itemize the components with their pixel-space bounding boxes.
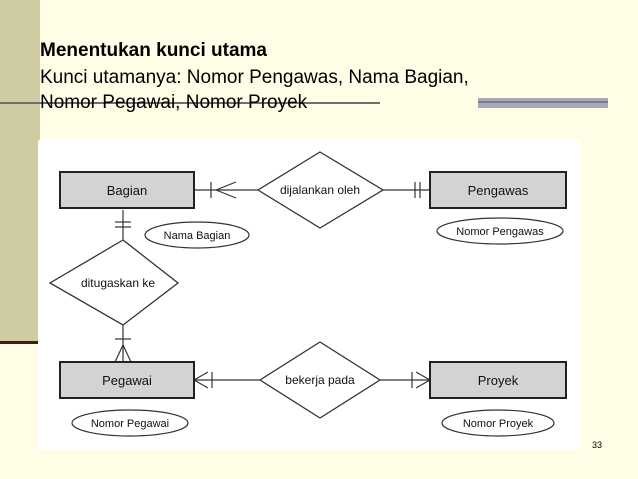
attribute-nama-bagian-label: Nama Bagian xyxy=(164,230,231,242)
subtitle-line-2: Nomor Pegawai, Nomor Proyek xyxy=(40,92,308,113)
entity-pegawai: Pegawai xyxy=(59,361,195,399)
attribute-nomor-proyek: Nomor Proyek xyxy=(441,409,555,437)
relationship-ditugaskan-ke: ditugaskan ke xyxy=(48,239,180,326)
header-rule-accent xyxy=(478,98,608,108)
er-diagram: Bagian Pengawas Pegawai Proyek dijalanka… xyxy=(38,140,580,450)
attribute-nama-bagian: Nama Bagian xyxy=(144,221,250,249)
relationship-bekerja-pada: bekerja pada xyxy=(258,341,382,419)
entity-bagian: Bagian xyxy=(59,171,195,209)
er-diagram-svg: Bagian Pengawas Pegawai Proyek dijalanka… xyxy=(48,151,567,437)
subtitle-line-1: Kunci utamanya: Nomor Pengawas, Nama Bag… xyxy=(40,67,469,88)
relationship-dijalankan-oleh-label: dijalankan oleh xyxy=(280,183,360,197)
left-decor-band xyxy=(0,0,40,341)
slide-subtitle: Kunci utamanya: Nomor Pengawas, Nama Bag… xyxy=(40,65,620,115)
slide-title: Menentukan kunci utama xyxy=(40,40,267,61)
attribute-nomor-pengawas: Nomor Pengawas xyxy=(436,217,564,245)
relationship-dijalankan-oleh: dijalankan oleh xyxy=(256,151,385,229)
entity-proyek-label: Proyek xyxy=(478,373,519,388)
attribute-nomor-pengawas-label: Nomor Pengawas xyxy=(456,226,544,238)
entity-pengawas-label: Pengawas xyxy=(468,183,529,198)
entity-proyek: Proyek xyxy=(429,361,567,399)
entity-pengawas: Pengawas xyxy=(429,171,567,209)
page-number: 33 xyxy=(592,440,603,450)
relationship-bekerja-pada-label: bekerja pada xyxy=(285,373,355,387)
attribute-nomor-pegawai: Nomor Pegawai xyxy=(71,409,189,437)
entity-bagian-label: Bagian xyxy=(107,183,147,198)
attribute-nomor-pegawai-label: Nomor Pegawai xyxy=(91,418,169,430)
attribute-nomor-proyek-label: Nomor Proyek xyxy=(463,418,534,430)
header-rule xyxy=(0,102,380,104)
entity-pegawai-label: Pegawai xyxy=(102,373,152,388)
relationship-ditugaskan-ke-label: ditugaskan ke xyxy=(81,276,155,290)
